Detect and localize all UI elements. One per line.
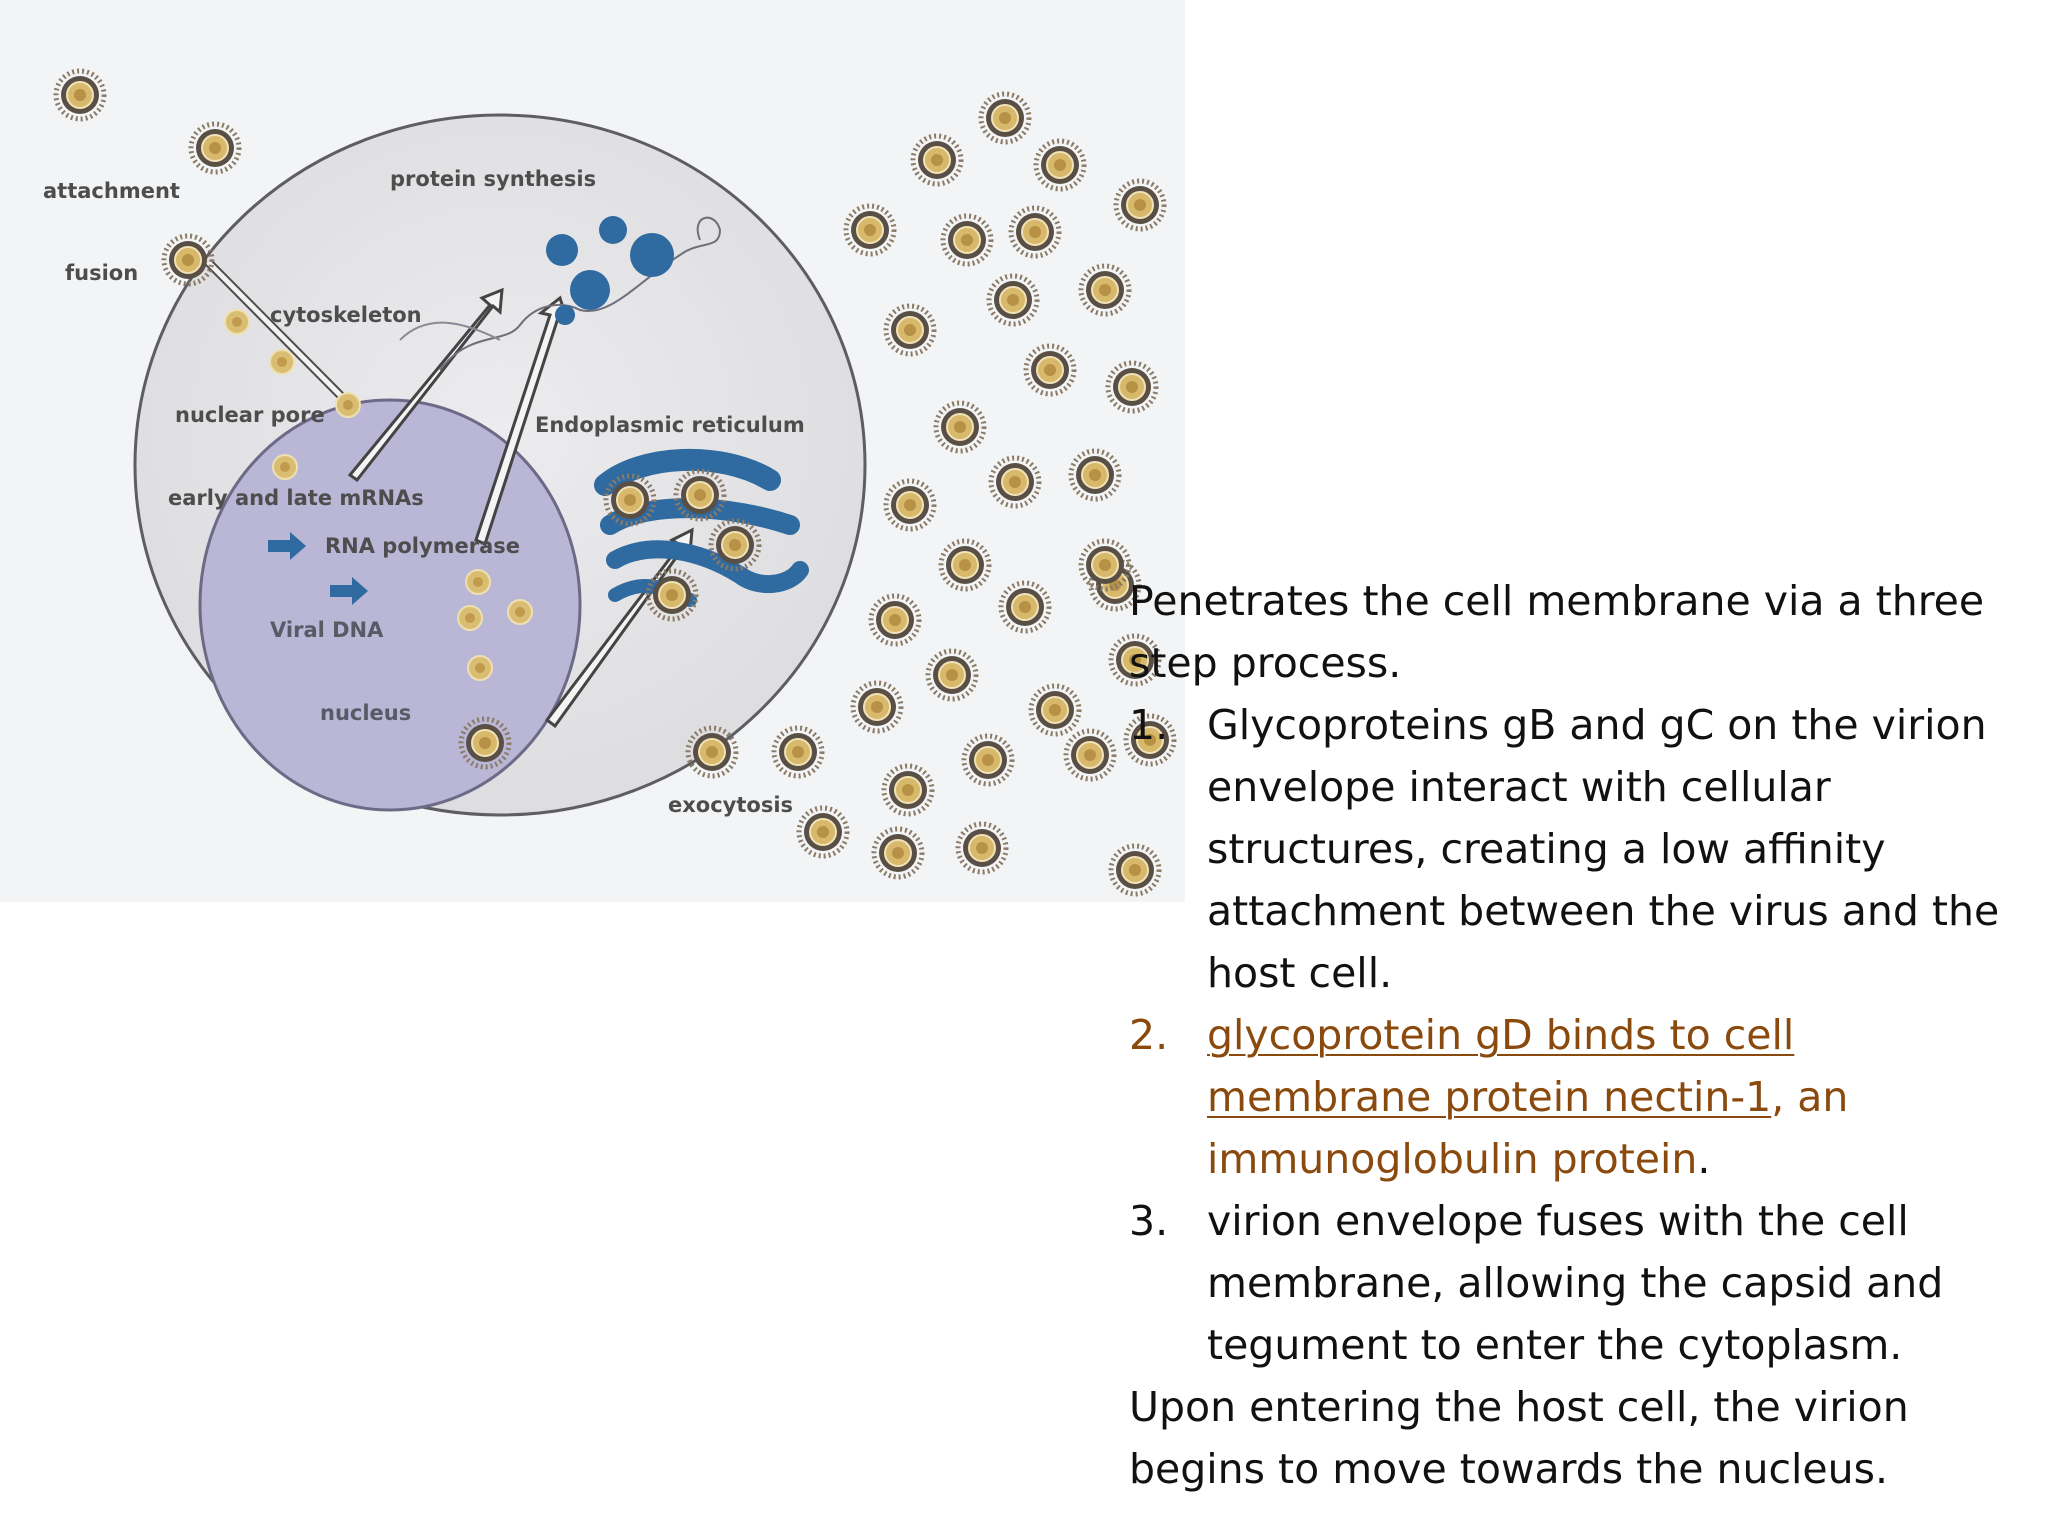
intro-text: Penetrates the cell membrane via a three… xyxy=(1129,577,1985,687)
step-2-number: 2. xyxy=(1129,1011,1169,1059)
label-attachment: attachment xyxy=(43,179,180,203)
label-protein-synthesis: protein synthesis xyxy=(390,167,596,191)
step-1: 1. Glycoproteins gB and gC on the virion… xyxy=(1129,694,2029,1004)
protein-blobs xyxy=(546,216,674,325)
transport-arrows xyxy=(347,287,694,729)
label-cytoskeleton: cytoskeleton xyxy=(270,303,422,327)
step-3-number: 3. xyxy=(1129,1197,1169,1245)
step-2-connector: , an xyxy=(1771,1073,1849,1121)
slide-text: Penetrates the cell membrane via a three… xyxy=(1129,570,2029,1500)
step-1-text: Glycoproteins gB and gC on the virion en… xyxy=(1207,701,2000,997)
label-endoplasmic-reticulum: Endoplasmic reticulum xyxy=(535,413,805,437)
step-1-number: 1. xyxy=(1129,701,1169,749)
nucleus-body xyxy=(198,398,582,812)
label-exocytosis: exocytosis xyxy=(668,793,793,817)
label-nuclear-pore: nuclear pore xyxy=(175,403,325,427)
step-2-end: . xyxy=(1697,1135,1711,1183)
herpes-lifecycle-diagram: attachment protein synthesis fusion cyto… xyxy=(0,0,1185,902)
nucleus-arrows xyxy=(268,532,368,605)
steps-list: 1. Glycoproteins gB and gC on the virion… xyxy=(1129,694,2029,1376)
step-2: 2. glycoprotein gD binds to cell membran… xyxy=(1129,1004,2029,1190)
label-viral-dna: Viral DNA xyxy=(270,618,384,642)
outro-text: Upon entering the host cell, the virion … xyxy=(1129,1383,1909,1493)
immunoglobulin-link[interactable]: immunoglobulin protein xyxy=(1207,1135,1698,1183)
gd-nectin-link[interactable]: glycoprotein gD binds to cell membrane p… xyxy=(1207,1011,1795,1121)
label-nucleus: nucleus xyxy=(320,701,411,725)
step-3: 3. virion envelope fuses with the cell m… xyxy=(1129,1190,2029,1376)
label-rna-polymerase: RNA polymerase xyxy=(325,534,520,558)
step-3-text: virion envelope fuses with the cell memb… xyxy=(1207,1197,1944,1369)
label-mrnas: early and late mRNAs xyxy=(168,486,424,510)
label-fusion: fusion xyxy=(65,261,138,285)
